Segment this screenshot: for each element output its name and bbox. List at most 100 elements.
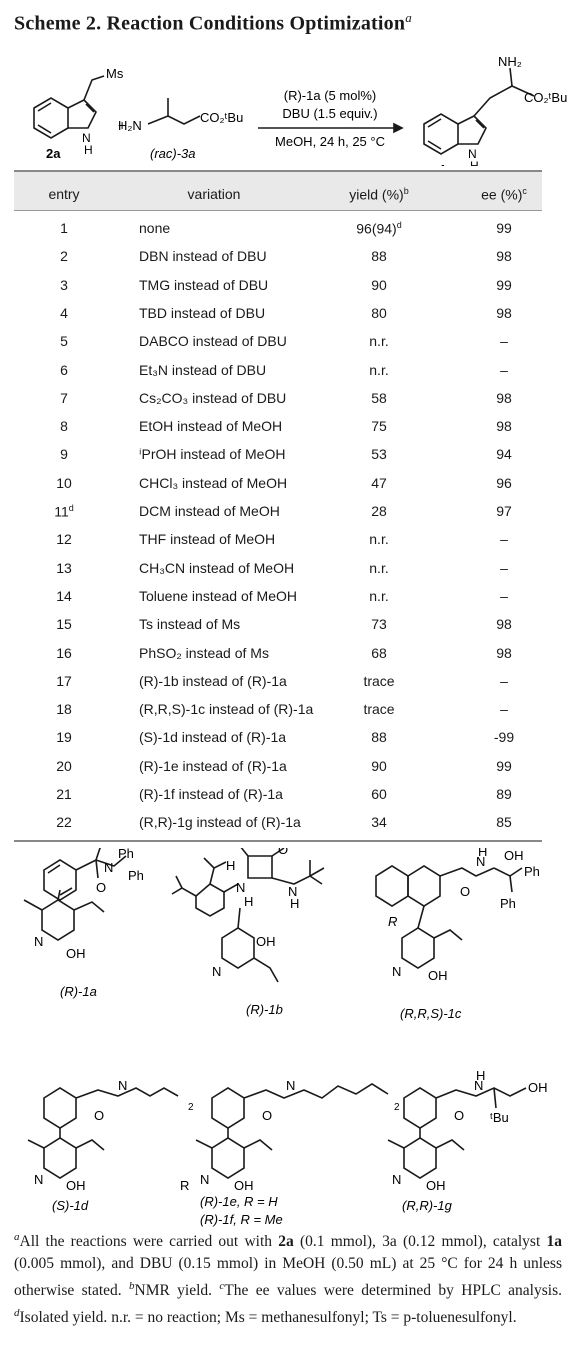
c1a-ph1-label: Ph [118, 848, 134, 861]
cell-entry-wrap: 1 [34, 220, 94, 236]
cell-ee: – [500, 672, 508, 689]
cell-variation: (R,R)-1g instead of (R)-1a [139, 814, 301, 831]
c1ef-n-amide: N [286, 1078, 295, 1093]
cell-entry-wrap: 6 [34, 362, 94, 378]
cell-entry: 15 [56, 616, 72, 633]
cell-entry: 1 [60, 220, 68, 236]
abbreviations: n.r. = no reaction; Ms = methanesulfonyl… [111, 1309, 517, 1327]
cell-variation: CHCl₃ instead of MeOH [139, 474, 288, 491]
table-bottom-rule [14, 840, 542, 842]
cell-ee: – [500, 361, 508, 378]
cell-yield-wrap: 90 [339, 758, 419, 774]
cell-variation: ⁱPrOH instead of MeOH [139, 446, 286, 463]
cell-ee: 98 [496, 644, 512, 661]
cell-ee: -99 [493, 729, 515, 746]
cell-yield-wrap: 88 [339, 729, 419, 745]
c1ef-oh-label: OH [234, 1178, 254, 1193]
cell-yield-wrap: 80 [339, 305, 419, 321]
cell-yield: n.r. [369, 531, 389, 548]
cell-variation: PhSO₂ instead of Ms [139, 644, 269, 661]
cell-yield: n.r. [369, 361, 389, 378]
c1ef-o-label: O [262, 1108, 272, 1123]
cell-yield: 34 [371, 814, 387, 831]
cell-yield: 80 [371, 304, 387, 321]
c1d-o-label: O [94, 1108, 104, 1123]
c1c-o-label: O [460, 884, 470, 899]
cell-yield-wrap: n.r. [339, 560, 419, 576]
cell-ee: 97 [496, 503, 512, 519]
product-ester-label: CO₂ᵗBu [524, 90, 567, 105]
cell-entry-wrap: 3 [34, 277, 94, 293]
c1b-h-right: H [290, 896, 299, 911]
product-nh2-label: NH₂ [498, 54, 522, 69]
cell-yield: 90 [371, 757, 387, 774]
cell-entry-wrap: 8 [34, 418, 94, 434]
cell-yield-wrap: 88 [339, 248, 419, 264]
reaction-scheme: Ms N H 2a + H₂N CO₂ᵗBu (rac)-3a (R)-1a (… [33, 54, 567, 166]
cell-entry-wrap: 7 [34, 390, 94, 406]
header-variation: variation [187, 186, 241, 202]
cell-variation: Et₃N instead of DBU [139, 361, 267, 378]
cell-entry: 17 [56, 672, 72, 689]
condition-base: DBU (1.5 equiv.) [282, 106, 377, 121]
cell-entry-wrap: 11d [34, 503, 94, 520]
c1g-n-py: N [392, 1172, 401, 1187]
cell-yield-wrap: 60 [339, 786, 419, 802]
c1g-tbu-label: ᵗBu [490, 1110, 509, 1125]
cell-variation: Ts instead of Ms [139, 616, 241, 633]
cell-entry: 5 [60, 333, 68, 350]
cell-entry-wrap: 2 [34, 248, 94, 264]
cell-entry-wrap: 16 [34, 645, 94, 661]
cell-ee: 98 [496, 389, 512, 406]
c1a-oh-label: OH [66, 946, 86, 961]
c1b-o-label: O [278, 848, 288, 857]
cell-variation: DABCO instead of DBU [139, 333, 287, 350]
cell-entry: 12 [56, 531, 72, 548]
cell-entry: 22 [56, 814, 72, 831]
cell-yield-wrap: 28 [339, 503, 419, 519]
cell-entry: 18 [56, 701, 72, 718]
svg-text:N: N [468, 147, 477, 161]
cell-ee: 99 [496, 276, 512, 293]
cell-entry: 11 [54, 503, 69, 520]
cell-yield: 53 [371, 446, 387, 463]
scheme-footnotes: aAll the reactions were carried out with… [14, 1231, 562, 1327]
c1g-h-label: H [476, 1068, 485, 1083]
ester-label: CO₂ᵗBu [200, 110, 243, 125]
cell-ee: 94 [496, 446, 512, 463]
cell-entry: 13 [56, 559, 72, 576]
cell-ee: – [500, 531, 508, 548]
cell-entry: 21 [56, 786, 72, 802]
cell-entry-wrap: 4 [34, 305, 94, 321]
cell-variation: Toluene instead of MeOH [139, 587, 297, 604]
c1b-n-py: N [212, 964, 221, 979]
cell-variation: (R)-1f instead of (R)-1a [139, 786, 283, 802]
cell-variation: (R,R,S)-1c instead of (R)-1a [139, 701, 314, 718]
cell-yield-wrap: 73 [339, 616, 419, 632]
c1ef-n-py: N [200, 1172, 209, 1187]
cell-yield: 28 [371, 503, 387, 519]
c1d-oh-label: OH [66, 1178, 86, 1193]
cell-yield-wrap: n.r. [339, 362, 419, 378]
c1c-h-label: H [478, 848, 487, 859]
cell-yield: n.r. [369, 559, 389, 576]
c1ef-sub2: 2 [394, 1102, 400, 1113]
cell-yield-wrap: trace [339, 701, 419, 717]
c1c-ph1-label: Ph [524, 864, 540, 879]
c1g-label: (R,R)-1g [402, 1198, 453, 1213]
cell-entry-wrap: 12 [34, 531, 94, 547]
c1c-ph2-label: Ph [500, 896, 516, 911]
c1g-oh-top: OH [528, 1080, 548, 1095]
cell-entry-wrap: 13 [34, 560, 94, 576]
cell-entry-wrap: 21 [34, 786, 94, 802]
cell-variation: CH₃CN instead of MeOH [139, 559, 295, 576]
cell-variation: (S)-1d instead of (R)-1a [139, 729, 287, 746]
cell-entry: 19 [56, 729, 72, 746]
cell-yield-wrap: 96(94)d [339, 220, 419, 237]
catalyst-structures: Ph Ph N O N OH (R)-1a O H N H N H N OH (… [23, 848, 548, 1227]
c1c-oh-label: OH [428, 968, 448, 983]
cell-yield: trace [363, 701, 395, 718]
cell-entry: 20 [56, 757, 72, 774]
c1g-oh-label: OH [426, 1178, 446, 1193]
scheme-title: Scheme 2. Reaction Conditions Optimizati… [14, 10, 412, 35]
